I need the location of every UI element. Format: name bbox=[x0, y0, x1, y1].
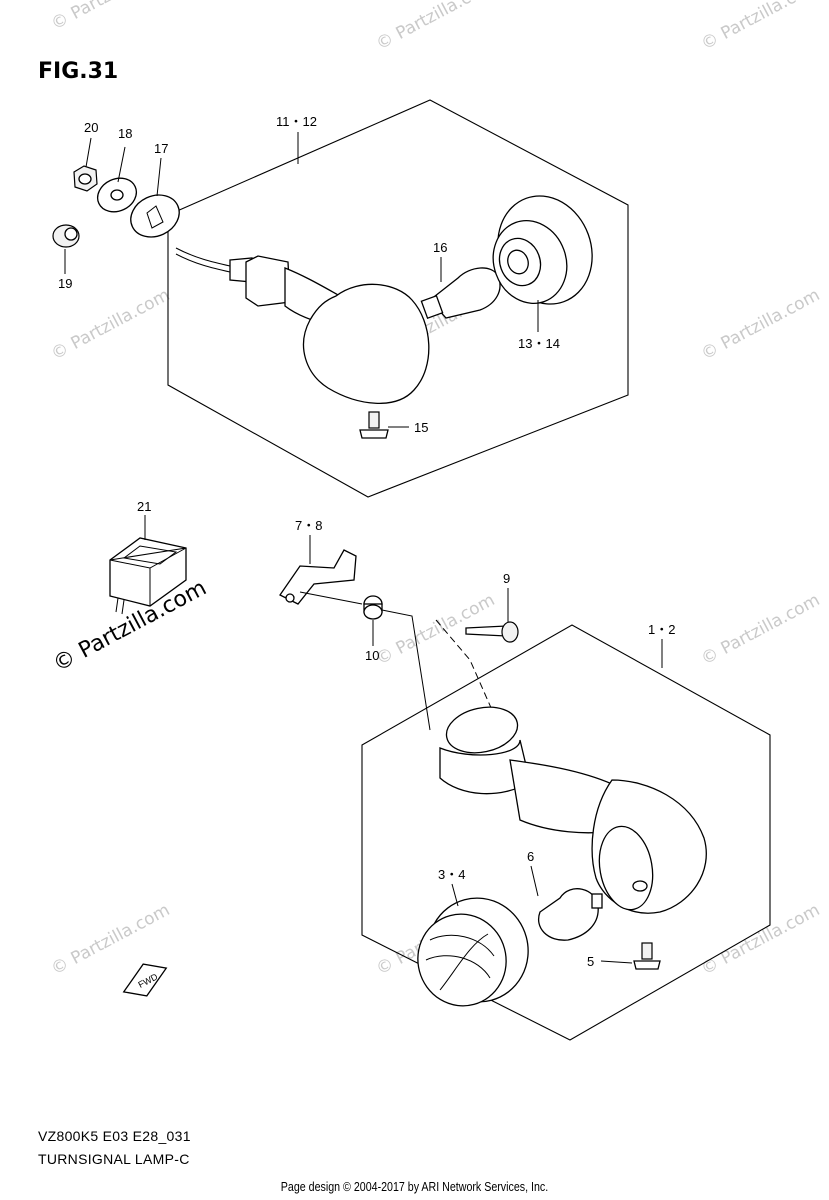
assembly-guide-line bbox=[381, 609, 431, 731]
watermark-text: © Partzilla.com bbox=[698, 285, 823, 364]
assembly-guide-line bbox=[299, 591, 363, 605]
leader-lines bbox=[64, 132, 663, 964]
callout-labels: 20 18 17 19 11・12 16 13・14 15 21 7・8 9 1… bbox=[58, 114, 675, 969]
part-9-bolt bbox=[465, 621, 519, 643]
part-7-8-bracket bbox=[279, 549, 357, 605]
forward-direction-badge: FWD bbox=[122, 963, 168, 997]
figure-title: FIG.31 bbox=[38, 59, 118, 84]
callout-15: 15 bbox=[414, 420, 428, 435]
part-19-cap-nut bbox=[52, 224, 80, 248]
callout-19: 19 bbox=[58, 276, 72, 291]
part-16-bulb bbox=[420, 267, 501, 320]
callout-7-8: 7・8 bbox=[295, 518, 322, 533]
part-18-washer bbox=[97, 177, 137, 213]
part-11-12-turn-signal-body bbox=[175, 247, 430, 404]
callout-17: 17 bbox=[154, 141, 168, 156]
part-17-plate bbox=[130, 194, 180, 238]
part-15-screw bbox=[359, 411, 389, 439]
upper-assembly-frame bbox=[167, 99, 629, 498]
assembly-guide-line bbox=[435, 619, 493, 711]
part-1-2-turn-signal-body bbox=[439, 706, 707, 914]
callout-6: 6 bbox=[527, 849, 534, 864]
model-code: VZ800K5 E03 E28_031 bbox=[38, 1128, 191, 1144]
watermark-text: © Partzilla.com bbox=[48, 0, 173, 34]
part-6-bulb bbox=[538, 888, 603, 941]
callout-16: 16 bbox=[433, 240, 447, 255]
watermark-text: © Partzilla.com bbox=[48, 285, 173, 364]
callout-1-2: 1・2 bbox=[648, 622, 675, 637]
callout-10: 10 bbox=[365, 648, 379, 663]
part-5-screw bbox=[633, 942, 661, 970]
watermark-text: © Partzilla.com bbox=[698, 0, 823, 54]
callout-5: 5 bbox=[587, 954, 594, 969]
part-20-nut bbox=[73, 165, 98, 192]
callout-21: 21 bbox=[137, 499, 151, 514]
lower-assembly-frame bbox=[361, 624, 771, 1041]
assembly-name: TURNSIGNAL LAMP-C bbox=[38, 1151, 190, 1167]
watermark-text: © Partzilla.com bbox=[698, 900, 823, 979]
part-10-collar bbox=[363, 595, 383, 620]
callout-18: 18 bbox=[118, 126, 132, 141]
callout-11-12: 11・12 bbox=[276, 114, 317, 129]
part-3-4-lens bbox=[417, 897, 529, 1007]
callout-9: 9 bbox=[503, 571, 510, 586]
callout-20: 20 bbox=[84, 120, 98, 135]
callout-3-4: 3・4 bbox=[438, 867, 465, 882]
part-21-relay bbox=[109, 537, 187, 615]
watermark-text: © Partzilla.com bbox=[698, 590, 823, 669]
page-credit: Page design © 2004-2017 by ARI Network S… bbox=[280, 1179, 549, 1194]
watermark-text: © Partzilla.com bbox=[373, 0, 498, 54]
part-13-14-lens bbox=[492, 195, 593, 305]
callout-13-14: 13・14 bbox=[518, 336, 560, 351]
